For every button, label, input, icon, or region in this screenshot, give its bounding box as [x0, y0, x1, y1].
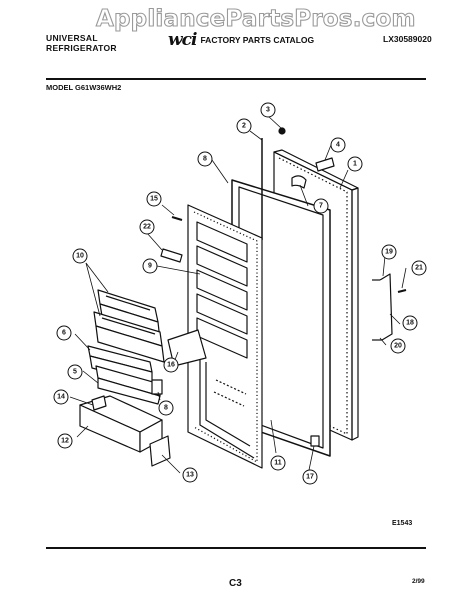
door-shelf-5	[95, 365, 161, 405]
svg-text:2: 2	[242, 123, 246, 130]
catalog-date: 2/99	[412, 578, 425, 585]
callout-9: 9	[142, 258, 158, 274]
callout-10: 10	[72, 248, 88, 264]
model-label: MODEL G61W36WH2	[46, 83, 122, 92]
svg-text:4: 4	[336, 142, 340, 149]
svg-text:13: 13	[186, 472, 194, 479]
brand-label: UNIVERSAL REFRIGERATOR	[46, 33, 117, 53]
watermark: AppliancePartsPros.com	[95, 5, 416, 32]
callout-17: 17	[302, 469, 318, 485]
figure-code: E1543	[392, 520, 413, 527]
shelf-retainer	[167, 329, 207, 367]
callout-3: 3	[260, 102, 276, 118]
callout-18: 18	[402, 315, 418, 331]
callout-8-top: 8	[197, 151, 213, 167]
top-rule	[46, 78, 426, 80]
brand-line-1: UNIVERSAL	[46, 33, 98, 43]
callout-4: 4	[330, 137, 346, 153]
svg-text:7: 7	[319, 203, 323, 210]
page-number: C3	[229, 578, 242, 589]
screw-15	[171, 216, 183, 221]
callout-1: 1	[347, 156, 363, 172]
svg-text:17: 17	[306, 474, 314, 481]
callout-14: 14	[53, 389, 69, 405]
callout-19: 19	[381, 244, 397, 260]
brand-line-2: REFRIGERATOR	[46, 43, 117, 53]
part-17	[310, 435, 320, 447]
svg-text:3: 3	[266, 107, 270, 114]
bottom-rule	[46, 547, 426, 549]
shelf-support	[151, 379, 163, 395]
callout-22: 22	[139, 219, 155, 235]
wci-logo: wci	[168, 30, 197, 50]
callouts: 1 2 3 4 5 6 7 8 8 9 10 11 12 13 14 15 16…	[53, 102, 427, 485]
svg-text:12: 12	[61, 438, 69, 445]
svg-text:6: 6	[62, 330, 66, 337]
callout-5: 5	[67, 364, 83, 380]
part-7	[291, 175, 307, 189]
callout-6: 6	[56, 325, 72, 341]
dairy-shelf-lower	[93, 311, 165, 363]
catalog-header: wci FACTORY PARTS CATALOG	[168, 30, 315, 50]
callout-12: 12	[57, 433, 73, 449]
part-number: LX30589020	[383, 34, 432, 44]
svg-text:20: 20	[394, 343, 402, 350]
svg-text:21: 21	[415, 265, 423, 272]
callout-16: 16	[163, 357, 179, 373]
callout-20: 20	[390, 338, 406, 354]
svg-text:14: 14	[57, 394, 65, 401]
svg-text:18: 18	[406, 320, 414, 327]
svg-text:1: 1	[353, 161, 357, 168]
screw-21	[397, 289, 407, 293]
inner-door-liner	[187, 204, 263, 469]
callout-8-bottom: 8	[158, 400, 174, 416]
hinge-cover	[160, 248, 183, 263]
callout-21: 21	[411, 260, 427, 276]
svg-text:8: 8	[203, 156, 207, 163]
part-4	[315, 157, 335, 172]
bin-end-cap	[91, 395, 107, 411]
callout-7: 7	[313, 198, 329, 214]
svg-text:16: 16	[167, 362, 175, 369]
callout-11: 11	[270, 455, 286, 471]
callout-2: 2	[236, 118, 252, 134]
svg-text:11: 11	[274, 460, 282, 467]
svg-text:10: 10	[76, 253, 84, 260]
screw-3	[278, 127, 286, 135]
callout-15: 15	[146, 191, 162, 207]
svg-text:22: 22	[143, 224, 151, 231]
svg-text:15: 15	[150, 196, 158, 203]
svg-text:9: 9	[148, 263, 152, 270]
door-handle	[372, 273, 393, 341]
svg-text:5: 5	[73, 369, 77, 376]
callout-13: 13	[182, 467, 198, 483]
svg-text:8: 8	[164, 405, 168, 412]
svg-text:19: 19	[385, 249, 393, 256]
catalog-title: FACTORY PARTS CATALOG	[200, 35, 315, 45]
